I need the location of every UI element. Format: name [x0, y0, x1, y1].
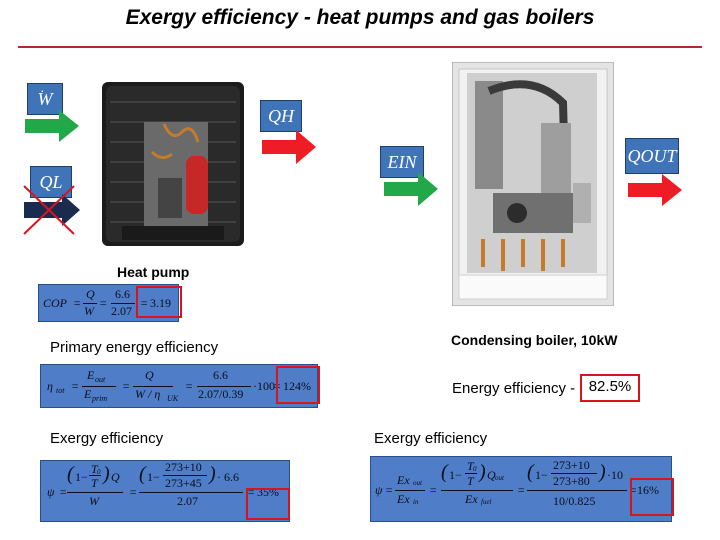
cop-formula: COP = Q W = 6.6 2.07 = 3.19 [38, 284, 179, 322]
condensing-boiler-image [452, 62, 614, 306]
page-title: Exergy efficiency - heat pumps and gas b… [125, 6, 595, 29]
energy-input-symbol: EIN [380, 146, 424, 178]
heat-pump-exergy-result-highlight [246, 488, 290, 520]
primary-result-highlight [276, 366, 320, 404]
boiler-energy-efficiency-value: 82.5% [580, 374, 640, 402]
primary-energy-formula: η tot = E out E prim = Q W / η UK = 6.6 … [40, 364, 318, 408]
heat-pump-caption: Heat pump [117, 264, 190, 280]
heat-pump-image [102, 82, 244, 246]
cop-result-highlight [136, 286, 182, 318]
title-divider [18, 46, 702, 48]
heat-low-symbol: QL [30, 166, 72, 198]
primary-energy-efficiency-label: Primary energy efficiency [50, 339, 219, 356]
boiler-exergy-label: Exergy efficiency [374, 430, 488, 447]
boiler-energy-efficiency-label: Energy efficiency - [452, 380, 576, 397]
boiler-exergy-formula: ψ = Ex out Ex in = ( 1− T 0 T ) Q out Ex… [370, 456, 672, 522]
work-input-arrow [25, 110, 79, 142]
energy-input-arrow [384, 172, 438, 206]
work-input-dot: · [40, 82, 45, 98]
heat-out-symbol: QOUT [625, 138, 679, 174]
heat-out-arrow [628, 174, 682, 206]
heat-high-symbol: QH [260, 100, 302, 132]
heat-low-arrow-crossed [23, 185, 80, 235]
boiler-caption: Condensing boiler, 10kW [451, 332, 618, 348]
heat-pump-exergy-label: Exergy efficiency [50, 430, 164, 447]
boiler-exergy-result-highlight [630, 478, 674, 516]
heat-output-arrow [262, 130, 316, 164]
work-input-symbol: W [27, 83, 63, 115]
